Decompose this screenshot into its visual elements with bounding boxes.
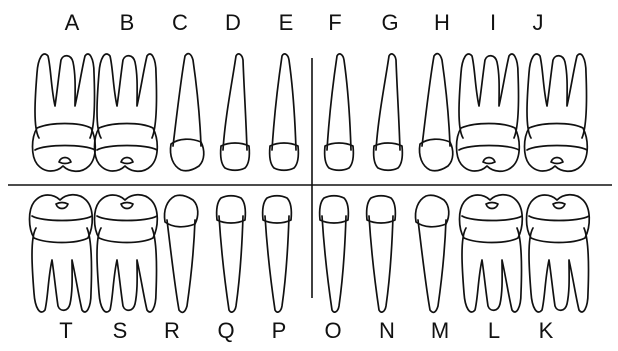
tooth-root <box>322 216 346 312</box>
tooth-crown <box>270 143 299 170</box>
lower-label: M <box>431 318 449 343</box>
tooth-upper <box>419 54 452 171</box>
tooth-crown <box>325 143 354 170</box>
tooth-root <box>272 54 296 150</box>
tooth-crown-line <box>459 146 519 151</box>
tooth-upper <box>525 54 588 171</box>
tooth-cusp <box>553 203 565 209</box>
upper-label: E <box>279 10 294 35</box>
tooth-lower <box>367 196 396 312</box>
tooth-root <box>418 220 446 312</box>
tooth-crown <box>374 143 403 170</box>
lower-label: N <box>379 318 395 343</box>
tooth-cusp <box>483 158 495 164</box>
tooth-lower <box>95 195 158 312</box>
tooth-crown-line <box>97 146 157 151</box>
tooth-root <box>173 54 201 146</box>
upper-label: B <box>120 10 135 35</box>
tooth-lower <box>263 196 292 312</box>
tooth-upper <box>95 54 158 171</box>
lower-label: P <box>272 318 287 343</box>
tooth-crown <box>221 143 250 170</box>
tooth-upper <box>170 54 203 171</box>
tooth-crown-line <box>35 146 95 151</box>
tooth-root <box>223 54 247 150</box>
tooth-cusp <box>59 158 71 164</box>
tooth-root <box>369 216 393 312</box>
tooth-root <box>422 54 450 146</box>
tooth-root <box>327 54 351 150</box>
lower-labels: T S R Q P O N M L K <box>59 318 553 343</box>
upper-label: H <box>434 10 450 35</box>
tooth-lower <box>460 195 523 312</box>
tooth-upper <box>457 54 520 171</box>
tooth-cusp <box>121 203 133 209</box>
tooth-root <box>167 220 195 312</box>
upper-label: D <box>225 10 241 35</box>
tooth-lower <box>30 195 93 312</box>
lower-label: S <box>113 318 128 343</box>
tooth-lower <box>217 196 246 312</box>
upper-label: G <box>381 10 398 35</box>
tooth-lower <box>527 195 590 312</box>
tooth-crown <box>164 195 197 227</box>
tooth-crown <box>320 196 349 223</box>
tooth-cusp <box>121 158 133 164</box>
tooth-lower <box>415 195 448 312</box>
tooth-cusp <box>486 203 498 209</box>
upper-labels: A B C D E F G H I J <box>65 10 544 35</box>
lower-label: Q <box>217 318 234 343</box>
tooth-crown <box>263 196 292 223</box>
tooth-cusp <box>56 203 68 209</box>
tooth-crown-line <box>97 216 157 221</box>
lower-label: R <box>164 318 180 343</box>
upper-label: A <box>65 10 80 35</box>
tooth-crown <box>419 139 452 171</box>
tooth-root <box>219 216 243 312</box>
upper-label: I <box>490 10 496 35</box>
lower-label: L <box>488 318 500 343</box>
tooth-crown <box>217 196 246 223</box>
tooth-cusp <box>551 158 563 164</box>
upper-label: F <box>328 10 341 35</box>
lower-label: O <box>324 318 341 343</box>
tooth-lower <box>164 195 197 312</box>
tooth-upper <box>221 54 250 170</box>
lower-label: K <box>539 318 554 343</box>
upper-label: J <box>533 10 544 35</box>
tooth-crown-line <box>32 216 92 221</box>
tooth-root <box>265 216 289 312</box>
tooth-upper <box>325 54 354 170</box>
tooth-upper <box>33 54 96 171</box>
tooth-root <box>376 54 400 150</box>
tooth-crown-line <box>529 216 589 221</box>
tooth-upper <box>374 54 403 170</box>
teeth <box>30 54 590 313</box>
tooth-crown <box>170 139 203 171</box>
tooth-lower <box>320 196 349 312</box>
tooth-crown <box>415 195 448 227</box>
tooth-crown-line <box>462 216 522 221</box>
upper-label: C <box>172 10 188 35</box>
tooth-crown <box>367 196 396 223</box>
tooth-upper <box>270 54 299 170</box>
lower-label: T <box>59 318 72 343</box>
tooth-crown-line <box>527 146 587 151</box>
